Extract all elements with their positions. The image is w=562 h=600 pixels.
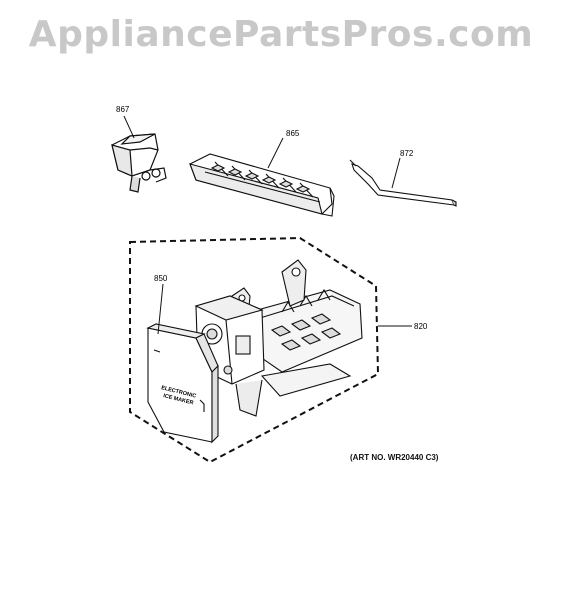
callout-872: 872 [400, 149, 414, 158]
art-number: (ART NO. WR20440 C3) [350, 453, 439, 462]
callout-865: 865 [286, 129, 300, 138]
site-watermark: AppliancePartsPros.com [28, 14, 534, 55]
assembly-820-outline [129, 236, 380, 464]
callout-867: 867 [116, 105, 130, 114]
part-865-mold-rail[interactable] [189, 153, 335, 217]
part-872-rod[interactable] [349, 159, 457, 207]
ice-maker-assembly[interactable] [146, 259, 363, 444]
part-867-bracket[interactable] [111, 133, 167, 193]
callout-850: 850 [154, 274, 168, 283]
callout-820: 820 [414, 322, 428, 331]
